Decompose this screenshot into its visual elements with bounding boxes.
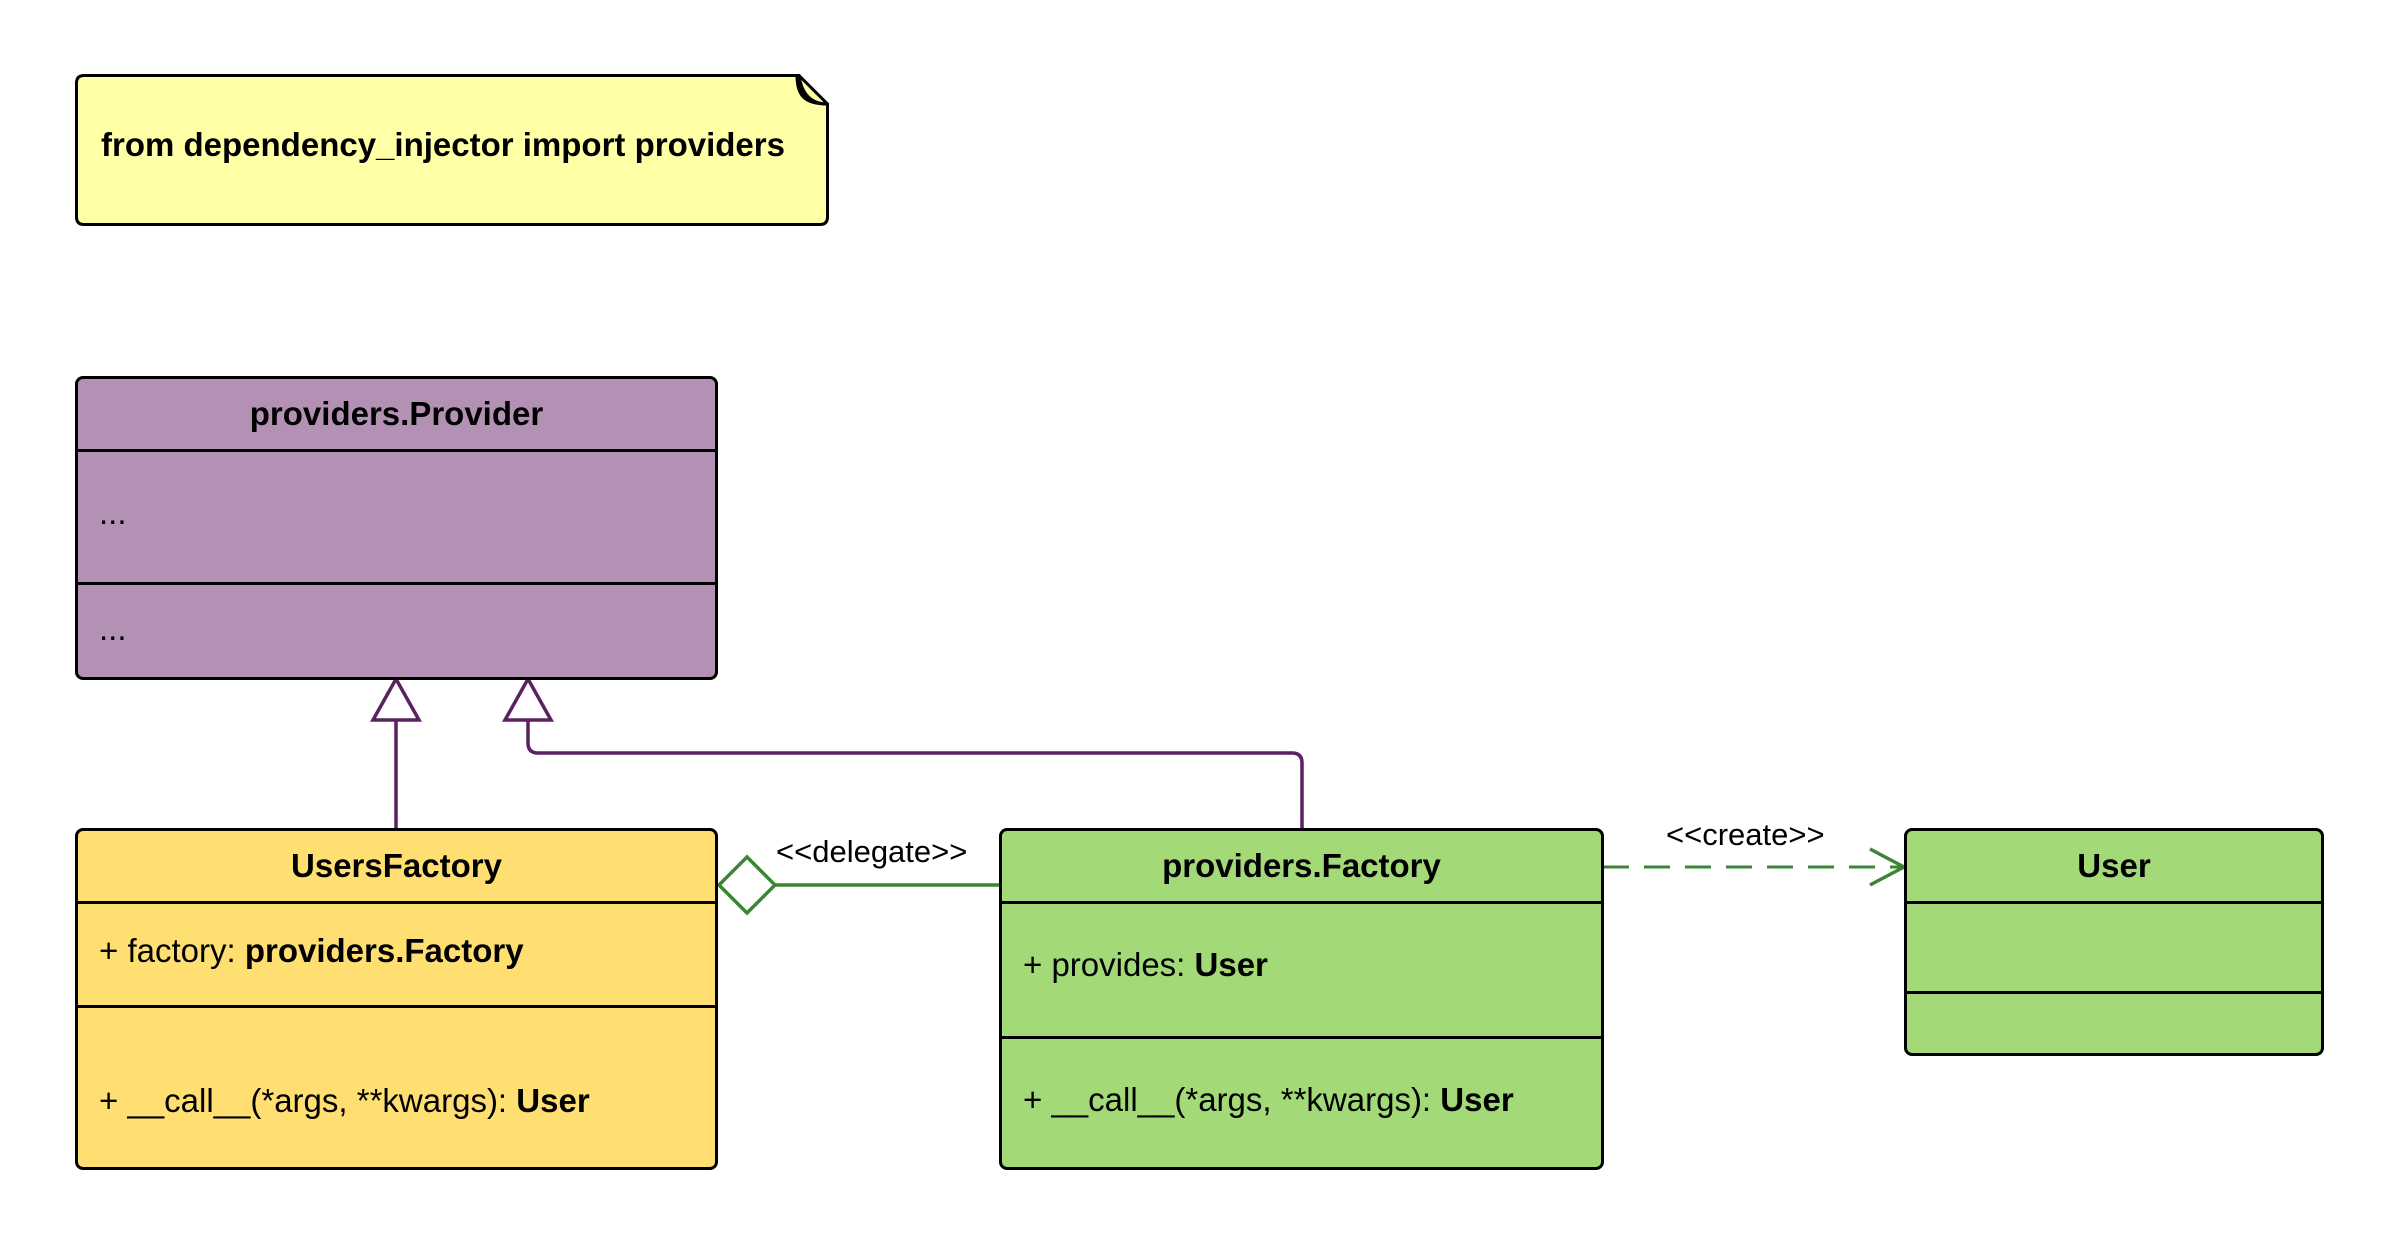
methods-section: + __call__(*args, **kwargs): User [78,1008,715,1167]
create-label: <<create>> [1666,817,1825,852]
aggregation-diamond [716,854,778,916]
attribute-name: + provides: [1023,946,1195,983]
inheritance-line-factory[interactable] [526,720,1304,828]
attribute-type: User [1194,946,1268,983]
class-name: User [1907,831,2321,904]
methods-placeholder: ... [99,610,127,647]
note-text: from dependency_injector import provider… [101,126,785,163]
method-signature: + __call__(*args, **kwargs): [99,1082,517,1119]
attribute-factory: + factory: providers.Factory [99,932,524,970]
attributes-section: + factory: providers.Factory [78,904,715,1008]
attributes-section: ... [78,452,715,585]
attribute-type: providers.Factory [244,932,524,969]
class-providers-factory[interactable]: providers.Factory + provides: User + __c… [999,828,1604,1170]
inheritance-arrowhead-factory [502,675,554,722]
methods-section: + __call__(*args, **kwargs): User [1002,1039,1601,1167]
method-return-type: User [516,1082,590,1119]
import-note: from dependency_injector import provider… [75,74,829,226]
attributes-section: + provides: User [1002,904,1601,1039]
method-call: + __call__(*args, **kwargs): User [99,1082,590,1120]
method-call: + __call__(*args, **kwargs): User [1023,1081,1514,1119]
class-name: UsersFactory [78,831,715,904]
class-user[interactable]: User [1904,828,2324,1056]
delegate-label: <<delegate>> [776,834,968,869]
method-signature: + __call__(*args, **kwargs): [1023,1081,1441,1118]
class-name: providers.Factory [1002,831,1601,904]
inheritance-arrowhead-users-factory [370,675,422,722]
attribute-provides: + provides: User [1023,946,1268,984]
attributes-section [1907,904,2321,994]
attribute-name: + factory: [99,932,245,969]
note-shape [75,74,829,226]
methods-section [1907,994,2321,1053]
class-providers-provider[interactable]: providers.Provider ... ... [75,376,718,680]
class-users-factory[interactable]: UsersFactory + factory: providers.Factor… [75,828,718,1170]
attributes-placeholder: ... [99,494,127,531]
method-return-type: User [1440,1081,1514,1118]
class-name: providers.Provider [78,379,715,452]
methods-section: ... [78,585,715,677]
